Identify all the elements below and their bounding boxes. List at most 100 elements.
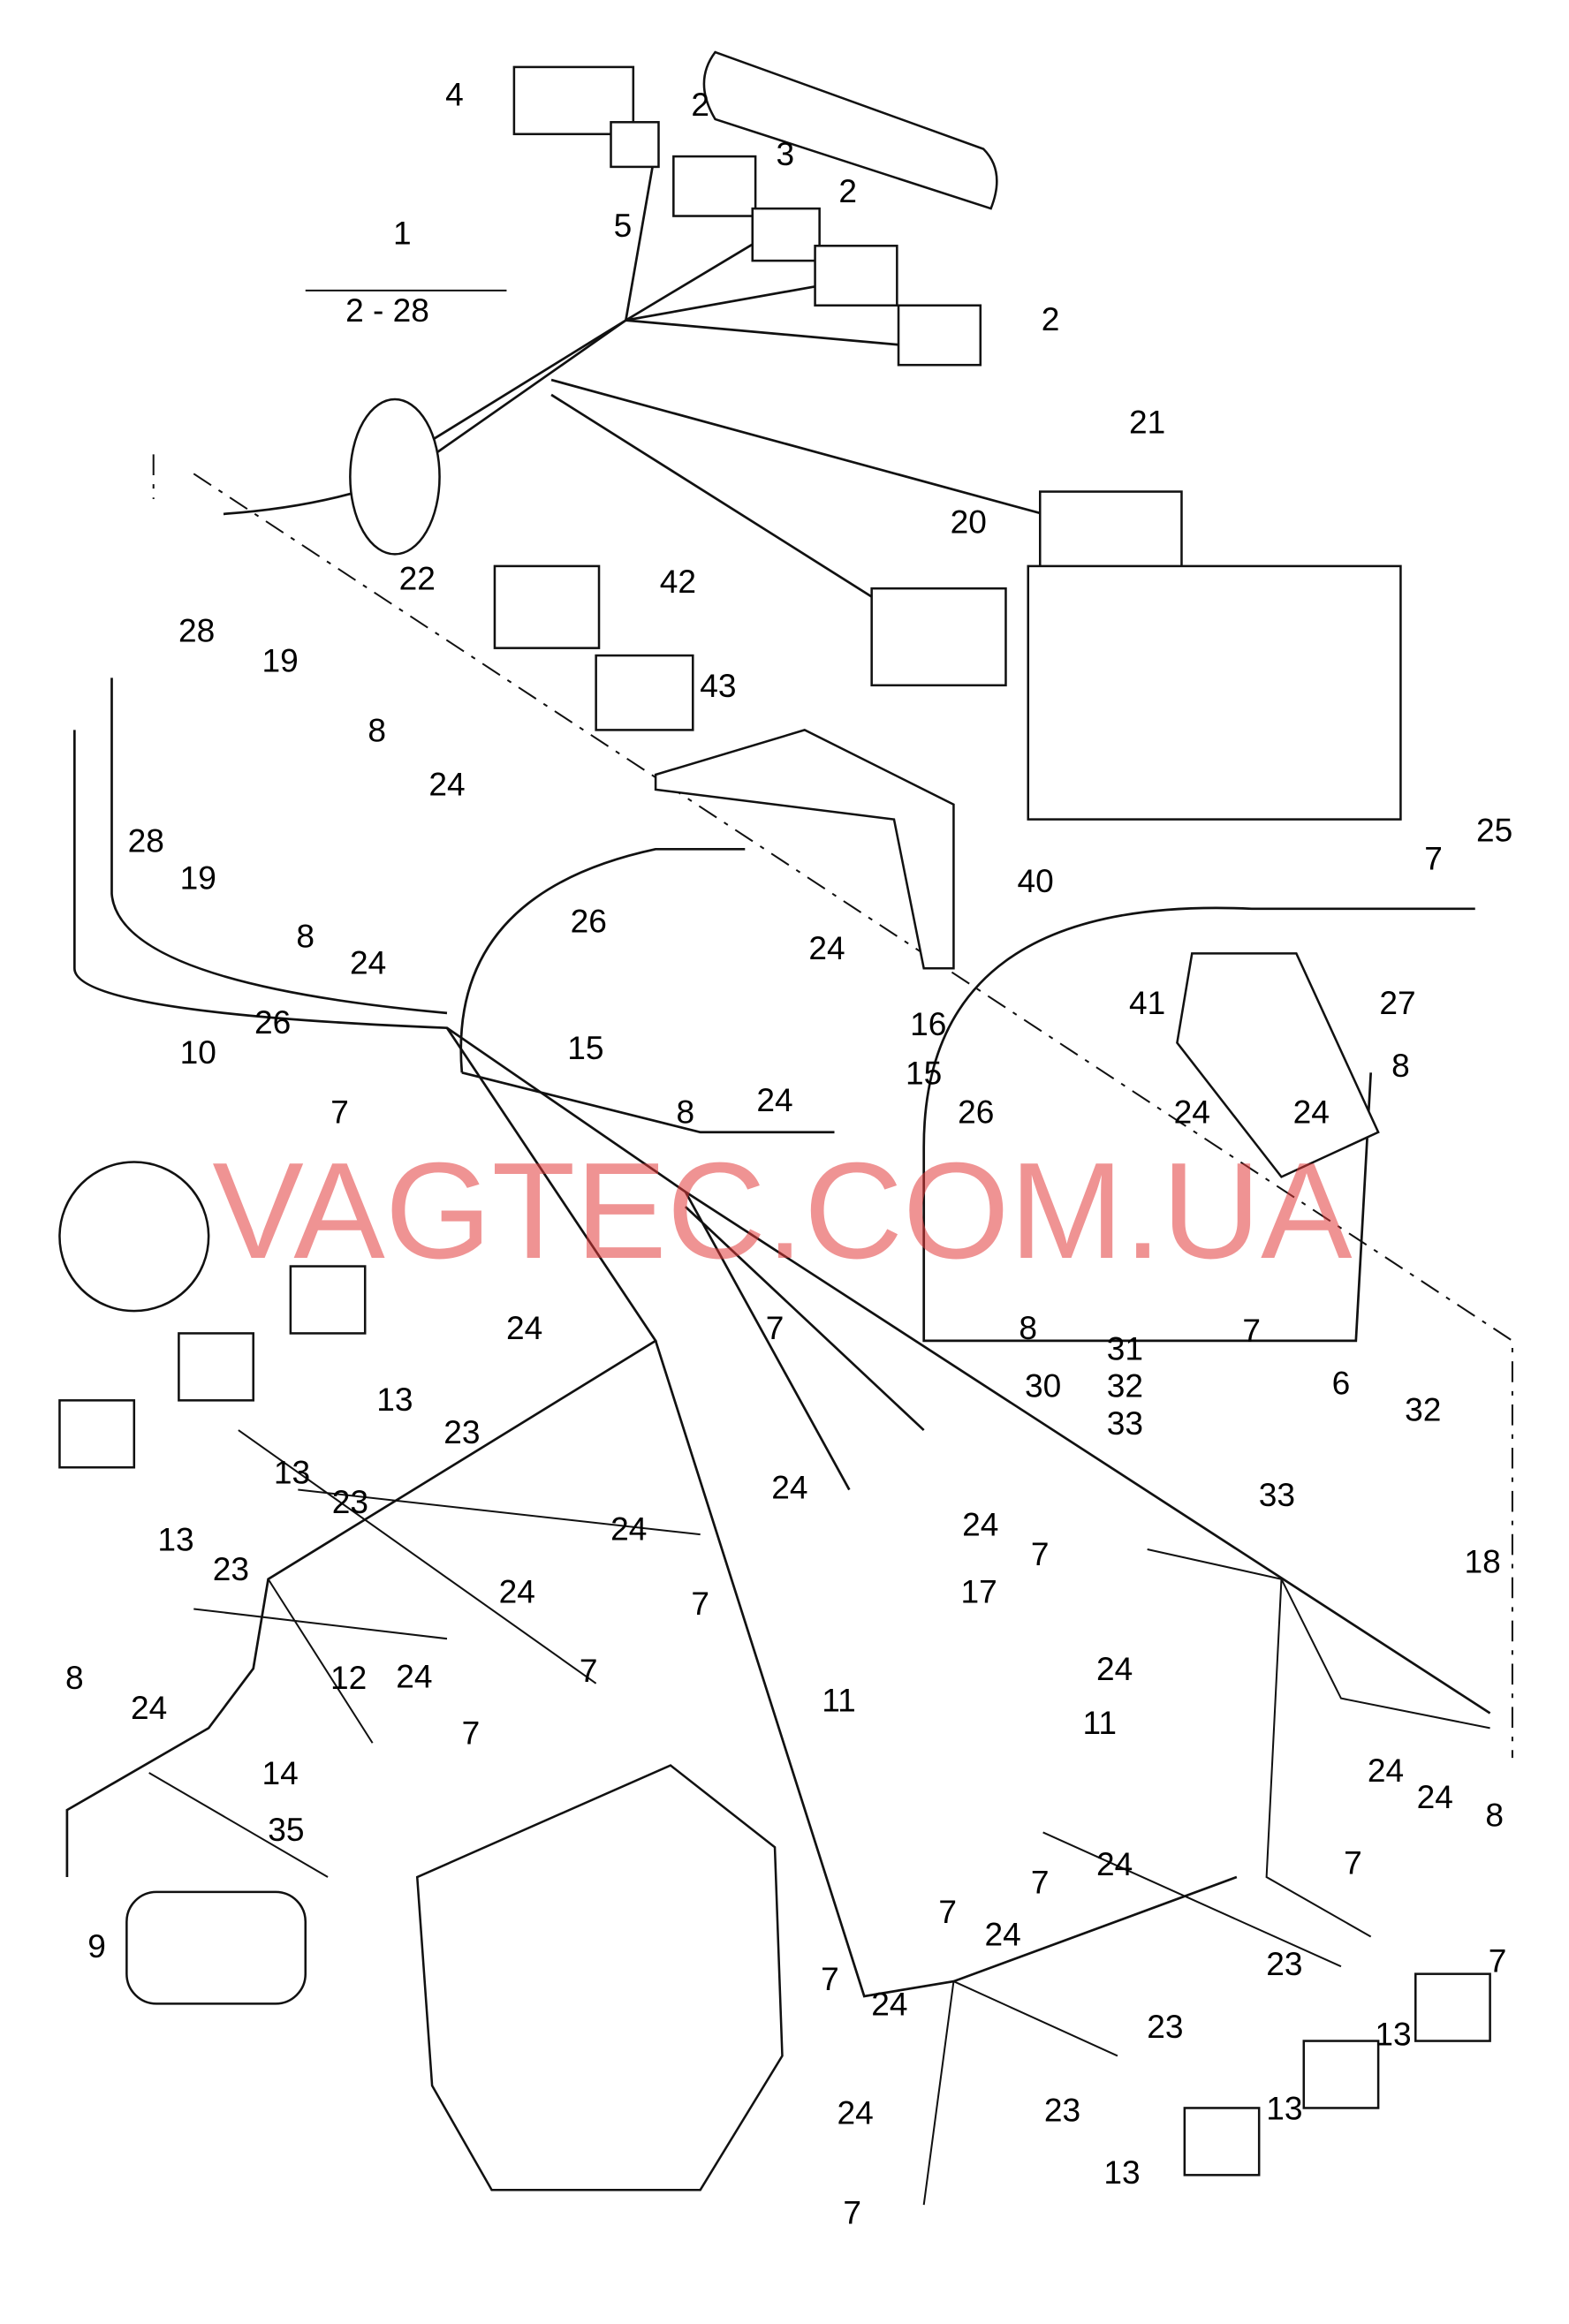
grommet-22 (349, 397, 441, 556)
callout: 13 (1103, 2154, 1140, 2191)
callout: 7 (1031, 1863, 1050, 1900)
callout: 31 (1107, 1329, 1143, 1366)
callout: 1 (393, 214, 412, 251)
callout: 24 (1174, 1093, 1210, 1130)
callout: 22 (399, 560, 436, 597)
air-mass-meter (58, 1161, 210, 1313)
connector-2a (672, 155, 757, 217)
callout: 32 (1405, 1391, 1441, 1428)
callout: 24 (610, 1510, 647, 1548)
callout: 13 (376, 1381, 413, 1418)
callout: 9 (87, 1927, 106, 1964)
callout: 33 (1259, 1476, 1295, 1513)
callout: 8 (296, 917, 315, 954)
callout: 43 (700, 667, 736, 704)
harness-wires (65, 148, 1491, 2206)
callout: 14 (262, 1754, 298, 1791)
callout: 26 (958, 1093, 994, 1130)
callout: 7 (580, 1652, 598, 1689)
ignition-coils (58, 1265, 1491, 2176)
engine-block (415, 1764, 784, 2192)
connector-2c (897, 304, 982, 367)
relay-plate (702, 50, 998, 210)
callout: 26 (571, 902, 607, 939)
callout: 27 (1379, 984, 1415, 1021)
callout: 7 (1424, 840, 1443, 877)
clip-43 (595, 654, 694, 731)
callout: 21 (1129, 403, 1165, 440)
callout: 24 (1096, 1650, 1133, 1687)
callout: 3 (777, 135, 795, 172)
callout: 41 (1129, 984, 1165, 1021)
callout: 2 (691, 86, 709, 123)
callout: 18 (1465, 1543, 1501, 1580)
connector-20 (870, 587, 1007, 687)
callout: 7 (1031, 1535, 1050, 1572)
callout: 2 (838, 172, 857, 209)
callout: 8 (368, 712, 386, 749)
callout: 35 (268, 1811, 304, 1848)
callout: 6 (1332, 1364, 1351, 1401)
callout: 13 (1266, 2090, 1302, 2127)
callout: 24 (1417, 1778, 1453, 1815)
callout: 24 (499, 1572, 535, 1609)
throttle-body (125, 1890, 307, 2005)
callout: 23 (1147, 2008, 1183, 2045)
control-unit (1027, 564, 1402, 821)
callout: 7 (1344, 1843, 1362, 1881)
connector-3 (751, 207, 821, 262)
callout: 23 (1044, 2091, 1080, 2128)
callout: 26 (254, 1003, 291, 1041)
callout: 28 (128, 821, 164, 859)
callout: 23 (1266, 1945, 1302, 1982)
components (58, 50, 1402, 2192)
callout: 13 (1375, 2015, 1411, 2052)
connector-2b (814, 245, 898, 307)
callout: 17 (960, 1572, 997, 1609)
callout: 24 (506, 1309, 542, 1346)
callout: 8 (1019, 1309, 1037, 1346)
callout: 7 (462, 1715, 481, 1752)
callout: 5 (614, 207, 633, 244)
group-label: 2 - 28 (345, 291, 429, 329)
callout: 8 (1485, 1796, 1504, 1833)
callout: 24 (1368, 1752, 1404, 1789)
callout: 23 (332, 1483, 368, 1520)
callout: 7 (330, 1093, 349, 1130)
clip-42 (493, 564, 601, 649)
callout: 7 (691, 1585, 709, 1622)
bracket-40 (654, 729, 955, 970)
callout: 24 (871, 1986, 907, 2023)
callout: 15 (906, 1054, 942, 1091)
callout: 24 (1096, 1845, 1133, 1882)
connector-5 (610, 121, 660, 169)
callout: 32 (1107, 1367, 1143, 1404)
callout: 7 (843, 2194, 861, 2231)
callout-labels: 2 - 28 4 2 3 5 2 2 1 21 20 22 42 43 28 1… (65, 75, 1512, 2230)
callout: 19 (180, 859, 216, 897)
watermark: VAGTEC.COM.UA (212, 1134, 1353, 1287)
callout: 24 (1293, 1093, 1330, 1130)
callout: 8 (1391, 1047, 1410, 1084)
callout: 7 (821, 1960, 839, 1997)
callout: 19 (262, 641, 298, 678)
callout: 16 (910, 1005, 946, 1042)
callout: 4 (445, 75, 464, 112)
callout: 7 (766, 1309, 784, 1346)
callout: 24 (396, 1658, 432, 1695)
callout: 13 (274, 1453, 310, 1490)
callout: 20 (951, 503, 987, 540)
callout: 24 (350, 944, 386, 981)
callout: 7 (1242, 1312, 1261, 1349)
callout: 15 (567, 1029, 603, 1066)
callout: 24 (808, 929, 845, 966)
callout: 33 (1107, 1404, 1143, 1442)
callout: 24 (984, 1915, 1020, 1952)
callout: 23 (443, 1413, 480, 1450)
callout: 42 (660, 563, 696, 600)
callout: 24 (131, 1689, 167, 1726)
callout: 24 (962, 1505, 998, 1542)
callout: 30 (1025, 1367, 1061, 1404)
callout: 13 (157, 1520, 193, 1557)
